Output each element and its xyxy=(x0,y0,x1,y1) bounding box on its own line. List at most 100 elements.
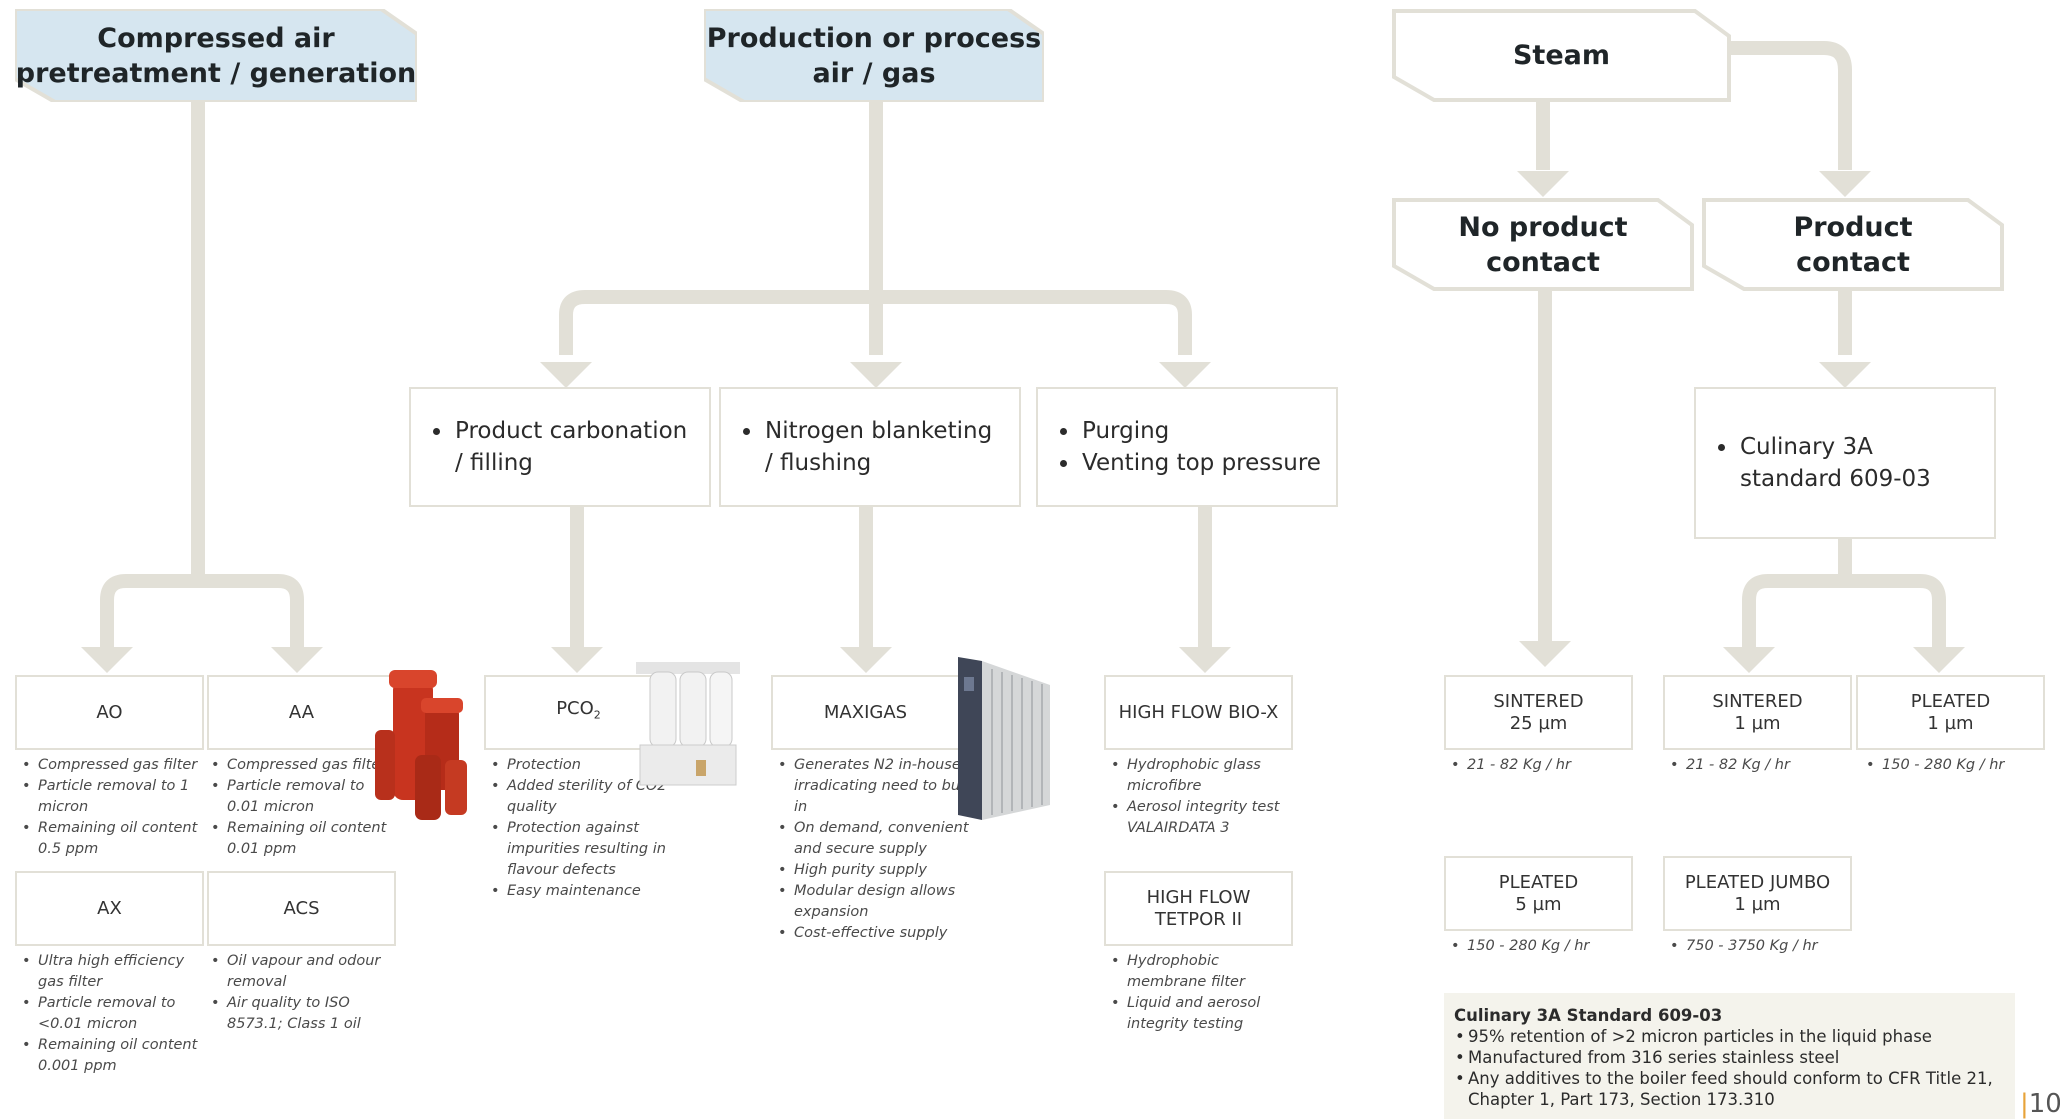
connector-production-air xyxy=(559,100,1192,355)
note-item: Remaining oil content 0.5 ppm xyxy=(22,818,208,860)
product-high-flow-tetpor: HIGH FLOW TETPOR II xyxy=(1104,871,1293,946)
notes-bio-x: Hydrophobic glass microfibre Aerosol int… xyxy=(1107,755,1287,839)
header-product-contact: Product contact xyxy=(1702,198,2004,291)
product-aa: AA xyxy=(207,675,396,750)
application-carbonation: Product carbonation / filling xyxy=(409,387,711,507)
notes-maxigas: Generates N2 in-house irradicating need … xyxy=(774,755,974,944)
notes-ax: Ultra high efficiency gas filter Particl… xyxy=(18,951,198,1077)
header-steam: Steam xyxy=(1392,9,1731,102)
product-name: AX xyxy=(97,897,122,919)
application-culinary: Culinary 3A standard 609-03 xyxy=(1694,387,1996,539)
notes-pleated-jumbo: 750 - 3750 Kg / hr xyxy=(1666,936,1866,957)
info-list: 95% retention of >2 micron particles in … xyxy=(1454,1026,2005,1110)
note-item: Cost-effective supply xyxy=(778,923,974,944)
application-list: Product carbonation / filling xyxy=(425,415,695,479)
note-item: Particle removal to 0.01 micron xyxy=(211,776,397,818)
product-name: SINTERED 25 µm xyxy=(1493,690,1584,734)
application-item: Nitrogen blanketing / flushing xyxy=(763,415,1005,479)
product-name: HIGH FLOW BIO-X xyxy=(1118,701,1279,723)
header-label: No product contact xyxy=(1458,211,1628,278)
product-sintered-25: SINTERED 25 µm xyxy=(1444,675,1633,750)
product-pleated-jumbo: PLEATED JUMBO 1 µm xyxy=(1663,856,1852,931)
product-pleated-5: PLEATED 5 µm xyxy=(1444,856,1633,931)
product-ao: AO xyxy=(15,675,204,750)
note-item: 150 - 280 Kg / hr xyxy=(1451,936,1647,957)
info-title: Culinary 3A Standard 609-03 xyxy=(1454,1006,1723,1025)
aa-filter-housing-image xyxy=(375,670,467,820)
note-item: Air quality to ISO 8573.1; Class 1 oil xyxy=(211,993,407,1035)
info-item: Any additives to the boiler feed should … xyxy=(1455,1068,2005,1110)
info-item: Manufactured from 316 series stainless s… xyxy=(1455,1047,2005,1068)
product-ax: AX xyxy=(15,871,204,946)
notes-pco2: Protection Added sterility of CO2 qualit… xyxy=(487,755,677,902)
note-item: Ultra high efficiency gas filter xyxy=(22,951,198,993)
note-item: Easy maintenance xyxy=(491,881,677,902)
product-name: AO xyxy=(96,701,123,723)
maxigas-generator-image xyxy=(958,657,1050,820)
header-label: Compressed air pretreatment / generation xyxy=(15,22,417,89)
notes-ao: Compressed gas filter Particle removal t… xyxy=(18,755,208,860)
note-item: Modular design allows expansion xyxy=(778,881,974,923)
product-name: AA xyxy=(288,701,315,723)
application-item: Venting top pressure xyxy=(1080,447,1321,479)
connector-steam xyxy=(1536,41,1852,170)
notes-pleated-5: 150 - 280 Kg / hr xyxy=(1447,936,1647,957)
note-item: 21 - 82 Kg / hr xyxy=(1451,755,1647,776)
application-purging: Purging Venting top pressure xyxy=(1036,387,1338,507)
note-item: Particle removal to 1 micron xyxy=(22,776,208,818)
product-name: PCO2 xyxy=(556,698,601,722)
note-item: Particle removal to <0.01 micron xyxy=(22,993,198,1035)
note-item: Remaining oil content 0.01 ppm xyxy=(211,818,397,860)
info-item: 95% retention of >2 micron particles in … xyxy=(1455,1026,2005,1047)
product-name: ACS xyxy=(283,897,320,919)
note-item: High purity supply xyxy=(778,860,974,881)
product-name: PLEATED 1 µm xyxy=(1910,690,1991,734)
note-item: Remaining oil content 0.001 ppm xyxy=(22,1035,198,1077)
connector-culinary xyxy=(1742,537,1946,650)
note-item: On demand, convenient and secure supply xyxy=(778,818,974,860)
product-maxigas: MAXIGAS xyxy=(771,675,960,750)
product-pleated-1: PLEATED 1 µm xyxy=(1856,675,2045,750)
note-item: Aerosol integrity test VALAIRDATA 3 xyxy=(1111,797,1287,839)
note-item: Generates N2 in-house irradicating need … xyxy=(778,755,974,818)
note-item: 750 - 3750 Kg / hr xyxy=(1670,936,1866,957)
pco2-filter-image xyxy=(636,662,740,786)
note-item: Liquid and aerosol integrity testing xyxy=(1111,993,1277,1035)
note-item: Hydrophobic glass microfibre xyxy=(1111,755,1287,797)
application-item: Product carbonation / filling xyxy=(453,415,695,479)
notes-pleated-1: 150 - 280 Kg / hr xyxy=(1862,755,2060,776)
product-sintered-1: SINTERED 1 µm xyxy=(1663,675,1852,750)
product-high-flow-bio-x: HIGH FLOW BIO-X xyxy=(1104,675,1293,750)
notes-acs: Oil vapour and odour removal Air quality… xyxy=(207,951,407,1035)
product-name: PLEATED 5 µm xyxy=(1498,871,1579,915)
page-number: |10 xyxy=(2020,1089,2060,1119)
note-item: 21 - 82 Kg / hr xyxy=(1670,755,1866,776)
header-compressed-air: Compressed air pretreatment / generation xyxy=(15,9,417,102)
note-item: Added sterility of CO2 quality xyxy=(491,776,677,818)
product-acs: ACS xyxy=(207,871,396,946)
note-item: 150 - 280 Kg / hr xyxy=(1866,755,2060,776)
application-nitrogen: Nitrogen blanketing / flushing xyxy=(719,387,1021,507)
notes-sintered-25: 21 - 82 Kg / hr xyxy=(1447,755,1647,776)
header-label: Production or process air / gas xyxy=(706,22,1042,89)
product-name: SINTERED 1 µm xyxy=(1712,690,1803,734)
culinary-standard-info: Culinary 3A Standard 609-03 95% retentio… xyxy=(1444,993,2015,1119)
note-item: Protection against impurities resulting … xyxy=(491,818,677,881)
product-name: PLEATED JUMBO 1 µm xyxy=(1684,871,1831,915)
note-item: Protection xyxy=(491,755,677,776)
product-name: HIGH FLOW TETPOR II xyxy=(1146,886,1251,930)
note-item: Compressed gas filter xyxy=(22,755,208,776)
note-item: Hydrophobic membrane filter xyxy=(1111,951,1277,993)
header-no-product-contact: No product contact xyxy=(1392,198,1694,291)
application-list: Culinary 3A standard 609-03 xyxy=(1710,431,1980,495)
note-item: Compressed gas filter xyxy=(211,755,397,776)
product-name: MAXIGAS xyxy=(823,701,908,723)
header-label: Steam xyxy=(1512,40,1611,71)
application-item: Culinary 3A standard 609-03 xyxy=(1738,431,1980,495)
header-production-air: Production or process air / gas xyxy=(704,9,1044,102)
application-list: Purging Venting top pressure xyxy=(1052,415,1321,479)
connector-compressed-air xyxy=(100,100,304,650)
notes-sintered-1: 21 - 82 Kg / hr xyxy=(1666,755,1866,776)
notes-aa: Compressed gas filter Particle removal t… xyxy=(207,755,397,860)
note-item: Oil vapour and odour removal xyxy=(211,951,407,993)
